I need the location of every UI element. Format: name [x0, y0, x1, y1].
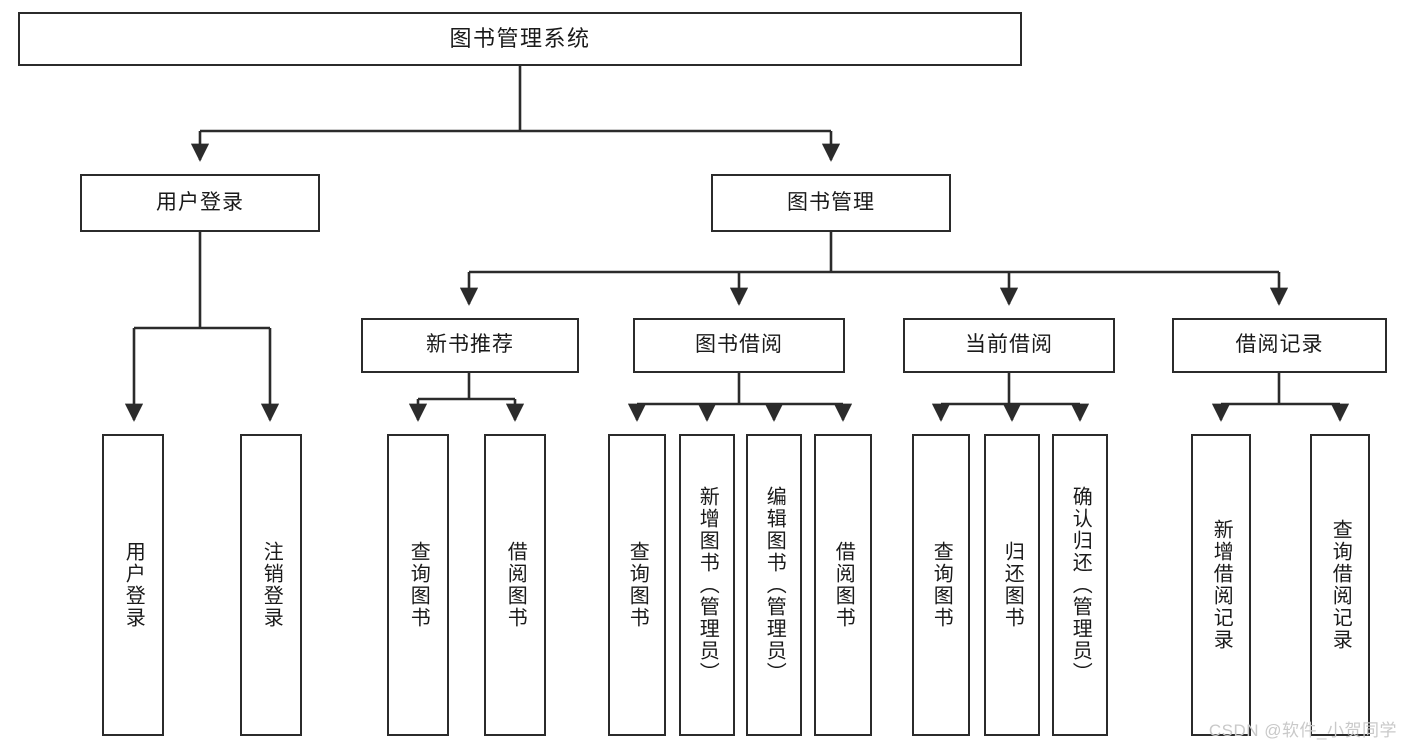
node-leaf-user-login[interactable]: 用户登录 [102, 434, 164, 736]
node-borrow-record[interactable]: 借阅记录 [1172, 318, 1387, 373]
node-root[interactable]: 图书管理系统 [18, 12, 1022, 66]
node-current-borrow-label: 当前借阅 [965, 333, 1053, 357]
node-leaf-confirm-return-admin[interactable]: 确认归还（管理员） [1052, 434, 1108, 736]
watermark: CSDN @软件_小贺同学 [1208, 721, 1397, 740]
node-book-manage[interactable]: 图书管理 [711, 174, 951, 232]
node-leaf-confirm-return-admin-label: 确认归还（管理员） [1069, 486, 1092, 684]
node-leaf-return-book[interactable]: 归还图书 [984, 434, 1040, 736]
node-leaf-query-book-new[interactable]: 查询图书 [387, 434, 449, 736]
node-leaf-add-borrow-record-label: 新增借阅记录 [1210, 519, 1233, 651]
node-borrow-record-label: 借阅记录 [1235, 333, 1324, 357]
node-leaf-query-book-cur[interactable]: 查询图书 [912, 434, 970, 736]
node-leaf-user-logout[interactable]: 注销登录 [240, 434, 302, 736]
node-leaf-borrow-book-new-label: 借阅图书 [504, 541, 527, 629]
node-leaf-return-book-label: 归还图书 [1001, 541, 1024, 629]
node-leaf-user-login-label: 用户登录 [122, 541, 145, 629]
node-root-label: 图书管理系统 [449, 26, 591, 52]
node-book-manage-label: 图书管理 [787, 190, 875, 214]
node-current-borrow[interactable]: 当前借阅 [903, 318, 1115, 373]
node-book-borrow-label: 图书借阅 [695, 333, 783, 357]
node-leaf-user-logout-label: 注销登录 [260, 541, 283, 629]
node-leaf-query-book-new-label: 查询图书 [407, 541, 430, 629]
node-leaf-edit-book-admin[interactable]: 编辑图书（管理员） [746, 434, 802, 736]
node-leaf-borrow-book[interactable]: 借阅图书 [814, 434, 872, 736]
node-book-borrow[interactable]: 图书借阅 [633, 318, 845, 373]
node-leaf-query-borrow-record-label: 查询借阅记录 [1329, 519, 1352, 651]
node-leaf-add-book-admin[interactable]: 新增图书（管理员） [679, 434, 735, 736]
node-user-login[interactable]: 用户登录 [80, 174, 320, 232]
node-leaf-edit-book-admin-label: 编辑图书（管理员） [763, 486, 786, 684]
node-leaf-borrow-book-new[interactable]: 借阅图书 [484, 434, 546, 736]
node-leaf-add-borrow-record[interactable]: 新增借阅记录 [1191, 434, 1251, 736]
node-leaf-query-book-cur-label: 查询图书 [930, 541, 953, 629]
node-leaf-add-book-admin-label: 新增图书（管理员） [696, 486, 719, 684]
node-leaf-query-book-label: 查询图书 [626, 541, 649, 629]
node-leaf-borrow-book-label: 借阅图书 [832, 541, 855, 629]
node-user-login-label: 用户登录 [156, 190, 244, 214]
node-leaf-query-book[interactable]: 查询图书 [608, 434, 666, 736]
node-new-book-recommend-label: 新书推荐 [426, 333, 514, 357]
node-leaf-query-borrow-record[interactable]: 查询借阅记录 [1310, 434, 1370, 736]
node-new-book-recommend[interactable]: 新书推荐 [361, 318, 579, 373]
